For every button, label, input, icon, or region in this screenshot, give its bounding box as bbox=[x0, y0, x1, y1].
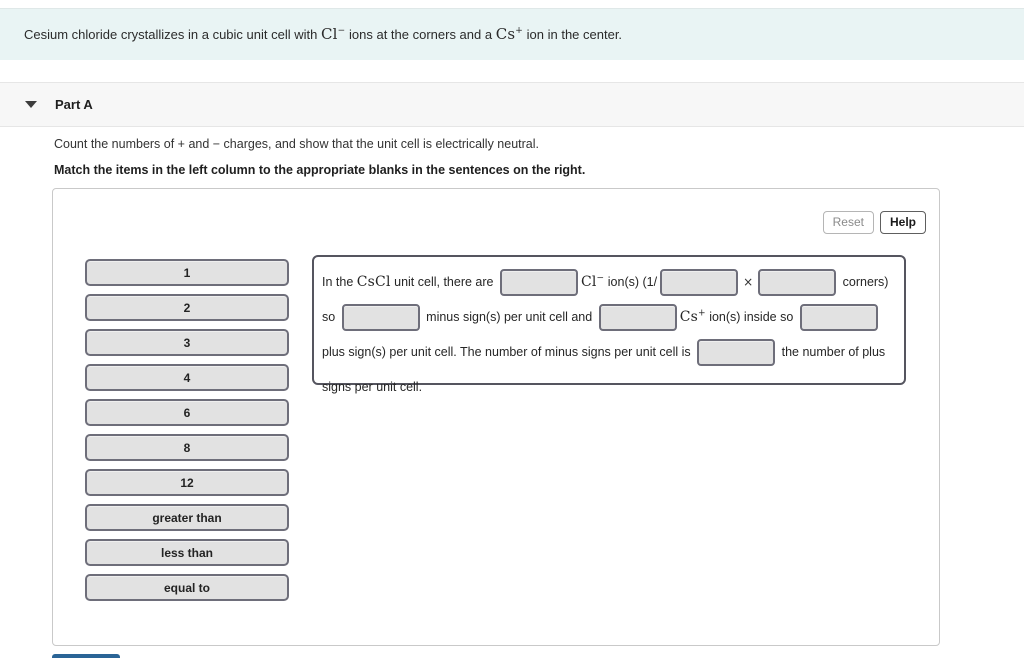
part-a-header[interactable]: Part A bbox=[0, 82, 1024, 127]
reset-button[interactable]: Reset bbox=[822, 211, 874, 234]
bank-item[interactable]: 2 bbox=[85, 294, 289, 321]
bank-item[interactable]: 3 bbox=[85, 329, 289, 356]
problem-text-part3: ion in the center. bbox=[523, 27, 623, 42]
sentence-seg-3: ion(s) (1/ bbox=[604, 275, 658, 289]
sentence-seg-2: unit cell, there are bbox=[390, 275, 497, 289]
problem-text-part2: ions at the corners and a bbox=[345, 27, 496, 42]
sentence-seg-7: plus sign(s) per unit cell. The number o… bbox=[322, 345, 695, 359]
part-title: Part A bbox=[55, 97, 93, 112]
chloride-formula: Cl− bbox=[320, 25, 346, 43]
problem-text-part1: Cesium chloride crystallizes in a cubic … bbox=[24, 27, 321, 42]
cesium-formula: Cs+ bbox=[495, 25, 524, 43]
sentence-text: In the CsCl unit cell, there are Cl− ion… bbox=[322, 265, 894, 405]
chloride-formula: Cl− bbox=[580, 273, 605, 290]
triangle-down-icon[interactable] bbox=[25, 101, 37, 108]
sentence-seg-6: ion(s) inside so bbox=[705, 310, 797, 324]
cesium-formula: Cs+ bbox=[679, 308, 706, 325]
draggable-item-bank: 1 2 3 4 6 8 12 greater than less than eq… bbox=[85, 259, 289, 609]
problem-statement-text: Cesium chloride crystallizes in a cubic … bbox=[24, 26, 622, 43]
cscl-formula: CsCl bbox=[356, 274, 391, 290]
sentence-seg-1: In the bbox=[322, 275, 357, 289]
sentence-seg-4: corners) so bbox=[322, 275, 889, 324]
sentence-drop-panel: In the CsCl unit cell, there are Cl− ion… bbox=[312, 255, 906, 394]
drop-blank-4[interactable] bbox=[341, 304, 420, 332]
bank-item[interactable]: 1 bbox=[85, 259, 289, 286]
submit-button[interactable] bbox=[52, 654, 120, 658]
drop-blank-5[interactable] bbox=[598, 304, 677, 332]
bank-item[interactable]: greater than bbox=[85, 504, 289, 531]
sentence-seg-5: minus sign(s) per unit cell and bbox=[422, 310, 596, 324]
bank-item[interactable]: 8 bbox=[85, 434, 289, 461]
bank-item[interactable]: 12 bbox=[85, 469, 289, 496]
bank-item[interactable]: 4 bbox=[85, 364, 289, 391]
bank-item[interactable]: equal to bbox=[85, 574, 289, 601]
sentence-seg-8: the number of plus signs per unit cell. bbox=[322, 345, 886, 394]
activity-container: Reset Help 1 2 3 4 6 8 12 greater than l… bbox=[52, 188, 940, 646]
drop-blank-1[interactable] bbox=[499, 269, 578, 297]
help-button[interactable]: Help bbox=[879, 211, 926, 234]
drop-blank-3[interactable] bbox=[758, 269, 837, 297]
bank-item[interactable]: less than bbox=[85, 539, 289, 566]
tool-button-group: Reset Help bbox=[822, 211, 926, 234]
drop-blank-7[interactable] bbox=[697, 339, 776, 367]
matching-instruction: Match the items in the left column to th… bbox=[54, 163, 586, 177]
multiplication-icon: × bbox=[743, 275, 754, 289]
drop-blank-2[interactable] bbox=[660, 269, 739, 297]
bank-item[interactable]: 6 bbox=[85, 399, 289, 426]
problem-statement-banner: Cesium chloride crystallizes in a cubic … bbox=[0, 8, 1024, 60]
drop-blank-6[interactable] bbox=[799, 304, 878, 332]
question-prompt: Count the numbers of + and − charges, an… bbox=[54, 137, 539, 151]
